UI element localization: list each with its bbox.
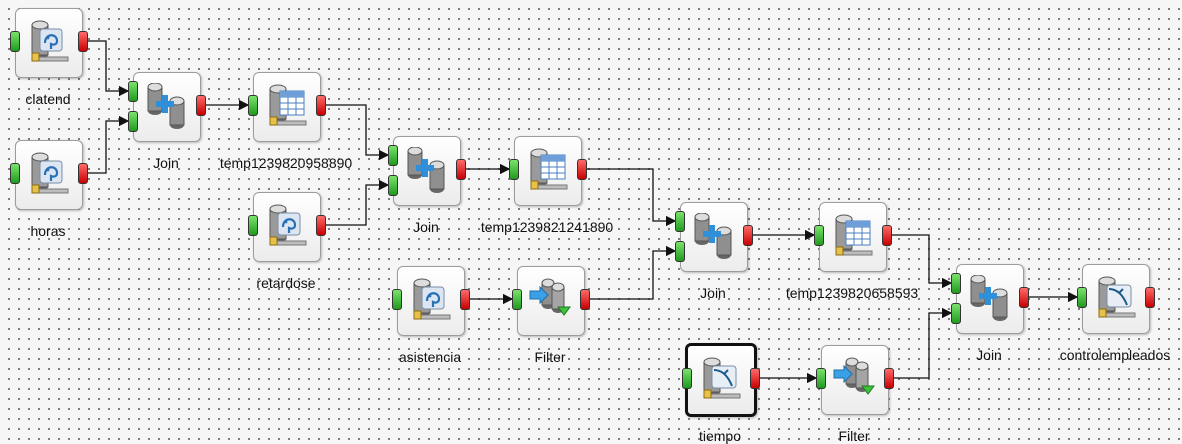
postgres-table-input-icon (264, 203, 312, 251)
mysql-table-input-icon (698, 356, 746, 404)
mysql-table-output-icon (1093, 275, 1141, 323)
join-icon (404, 146, 452, 195)
input-port[interactable] (10, 31, 20, 52)
connection-temp2-to-join3[interactable] (585, 168, 677, 227)
node-label: temp1239820958890 (219, 155, 353, 171)
input-port-2[interactable] (128, 111, 138, 132)
output-port[interactable] (316, 215, 326, 236)
temp-table-icon (525, 147, 573, 195)
input-port[interactable] (248, 215, 258, 236)
input-port-2[interactable] (951, 303, 961, 324)
output-port[interactable] (884, 368, 894, 389)
node-box[interactable] (253, 72, 321, 142)
node-box[interactable] (133, 72, 201, 142)
output-port[interactable] (78, 163, 88, 184)
output-port[interactable] (316, 95, 326, 116)
node-label: asistencia (398, 349, 462, 365)
input-port[interactable] (1077, 287, 1087, 308)
output-port[interactable] (78, 31, 88, 52)
output-port[interactable] (750, 368, 760, 389)
node-box[interactable] (680, 202, 748, 272)
connection-filter2-to-join4[interactable] (892, 307, 953, 379)
join-icon (691, 212, 739, 261)
node-box[interactable] (15, 140, 83, 210)
node-box[interactable] (819, 202, 887, 272)
output-port[interactable] (743, 225, 753, 246)
node-label: Join (700, 285, 726, 301)
node-label: controlempleados (1059, 347, 1171, 363)
node-label: Join (976, 347, 1002, 363)
connection-temp3-to-join4[interactable] (890, 234, 953, 289)
node-label: temp1239820658593 (785, 285, 919, 301)
node-label: Join (413, 219, 439, 235)
temp-table-icon (830, 213, 878, 261)
connection-filter1-to-join3[interactable] (588, 245, 677, 300)
node-box[interactable] (821, 345, 889, 415)
node-box[interactable] (1082, 264, 1150, 334)
output-port[interactable] (196, 95, 206, 116)
node-label: Join (153, 155, 179, 171)
input-port-2[interactable] (675, 241, 685, 262)
output-port[interactable] (1145, 287, 1155, 308)
node-box[interactable] (517, 266, 585, 336)
node-box[interactable] (514, 136, 582, 206)
node-box[interactable] (393, 136, 461, 206)
filter-icon (528, 277, 576, 325)
node-box[interactable] (956, 264, 1024, 334)
join-icon (967, 274, 1015, 323)
postgres-table-input-icon (26, 151, 74, 199)
temp-table-icon (264, 83, 312, 131)
input-port[interactable] (392, 289, 402, 310)
input-port[interactable] (816, 368, 826, 389)
node-box[interactable] (397, 266, 465, 336)
connection-temp1-to-join2[interactable] (324, 104, 390, 161)
filter-icon (832, 356, 880, 404)
input-port-2[interactable] (388, 175, 398, 196)
connection-retardose-to-join2[interactable] (324, 179, 390, 226)
input-port[interactable] (682, 368, 692, 389)
node-label: horas (30, 223, 66, 239)
connection-clatend-to-join1[interactable] (86, 40, 130, 97)
input-port-1[interactable] (675, 211, 685, 232)
postgres-table-input-icon (26, 19, 74, 67)
input-port-1[interactable] (388, 145, 398, 166)
output-port[interactable] (882, 225, 892, 246)
output-port[interactable] (456, 159, 466, 180)
output-port[interactable] (1019, 287, 1029, 308)
node-box[interactable] (685, 343, 757, 417)
node-label: retardose (256, 275, 316, 291)
input-port[interactable] (814, 225, 824, 246)
input-port[interactable] (512, 289, 522, 310)
input-port[interactable] (509, 159, 519, 180)
join-icon (144, 82, 192, 131)
input-port-1[interactable] (951, 273, 961, 294)
input-port[interactable] (248, 95, 258, 116)
node-label: clatend (25, 91, 71, 107)
input-port[interactable] (10, 163, 20, 184)
node-box[interactable] (15, 8, 83, 78)
node-box[interactable] (253, 192, 321, 262)
connection-horas-to-join1[interactable] (86, 115, 130, 174)
node-label: Filter (534, 349, 566, 365)
output-port[interactable] (577, 159, 587, 180)
output-port[interactable] (460, 289, 470, 310)
postgres-table-input-icon (408, 277, 456, 325)
input-port-1[interactable] (128, 81, 138, 102)
node-label: temp1239821241890 (480, 219, 614, 235)
node-label: Filter (838, 428, 870, 444)
node-label: tiempo (698, 428, 742, 444)
output-port[interactable] (580, 289, 590, 310)
